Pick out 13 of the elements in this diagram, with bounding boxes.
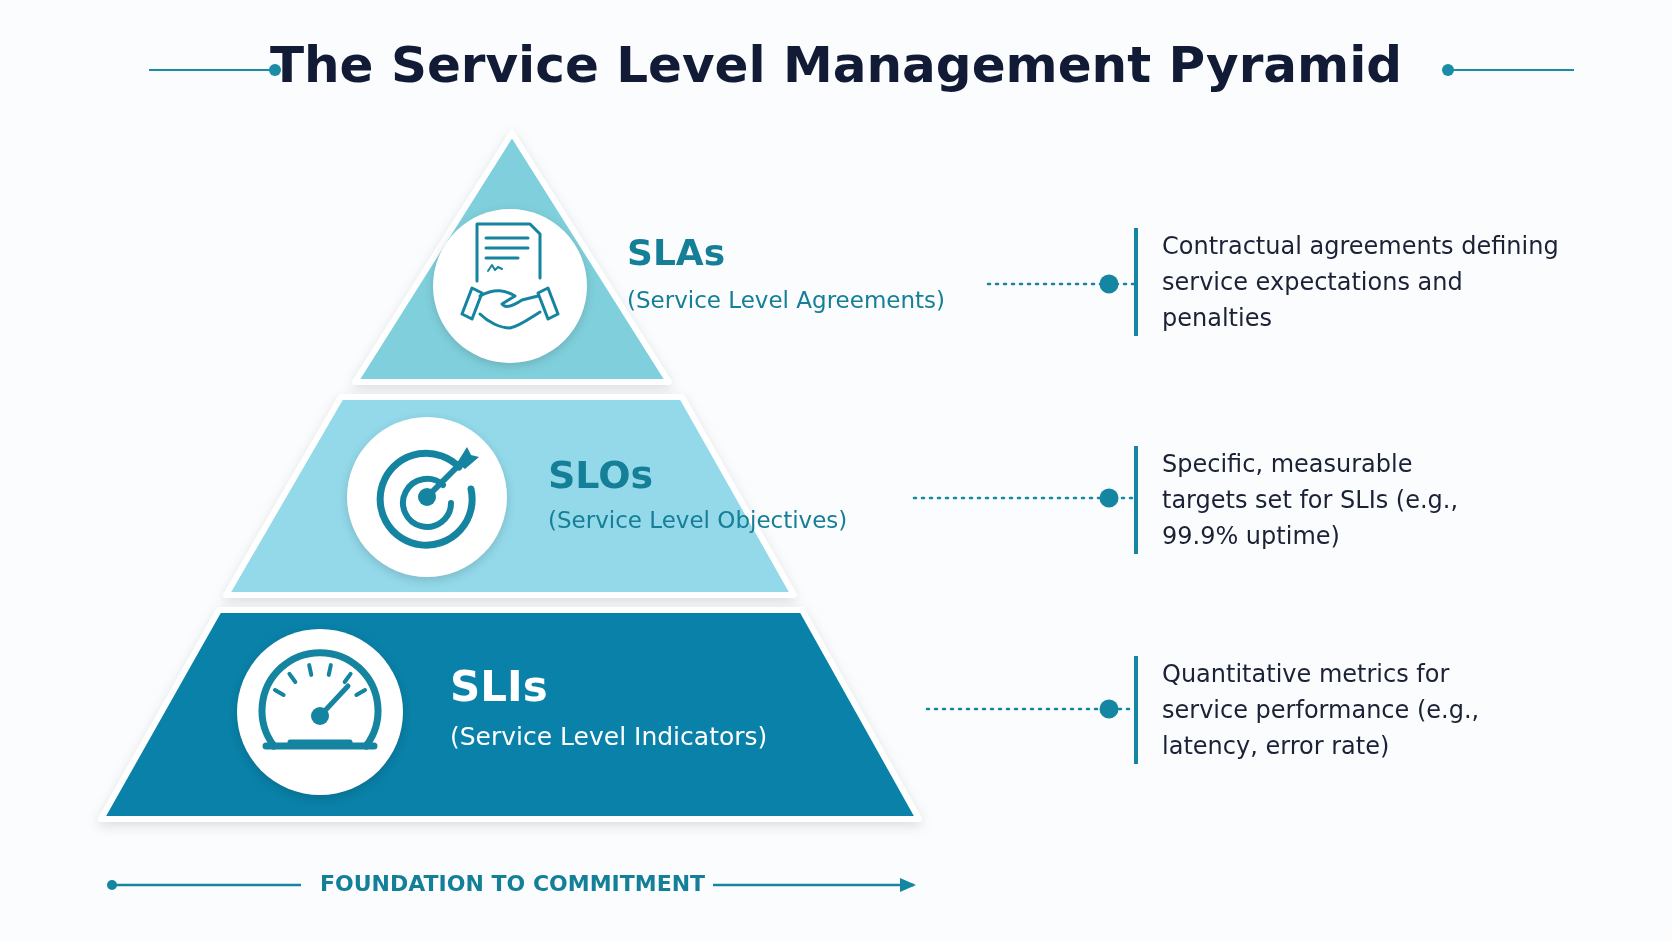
- description-text: Contractual agreements defining service expectations and penalties: [1134, 228, 1562, 336]
- tier-subtitle: (Service Level Objectives): [548, 507, 848, 533]
- dotted-connector: [912, 488, 1136, 508]
- dotted-connector: [986, 274, 1136, 294]
- tier-heading: SLAs: [627, 232, 726, 273]
- description-text: Quantitative metrics for service performance (e.g., latency, error rate): [1134, 656, 1542, 764]
- axis-label: FOUNDATION TO COMMITMENT: [320, 871, 706, 896]
- tier-heading: SLOs: [548, 453, 654, 497]
- title: The Service Level Management Pyramid: [269, 36, 1403, 94]
- tier-subtitle: (Service Level Agreements): [627, 287, 945, 313]
- tier-heading: SLIs: [450, 662, 548, 711]
- description-text: Specific, measurable targets set for SLIs (e.g., 99.9% uptime): [1134, 446, 1462, 554]
- tier-subtitle: (Service Level Indicators): [450, 722, 768, 751]
